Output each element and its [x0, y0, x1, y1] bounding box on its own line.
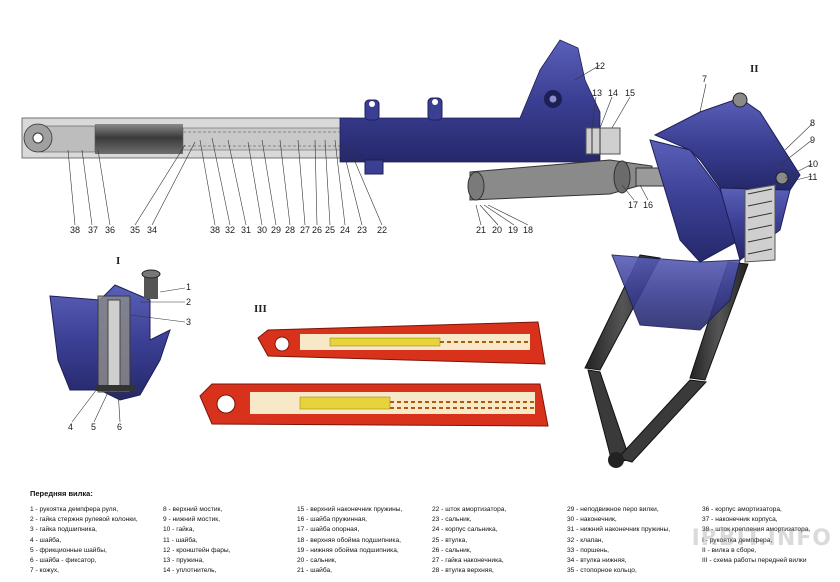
- legend-entry: 16 - шайба пружинная,: [297, 516, 367, 524]
- callout-27: 27: [300, 225, 310, 235]
- callout-22: 22: [377, 225, 387, 235]
- legend-entry: 25 - втулка,: [432, 536, 468, 544]
- legend-entry: 34 - втулка нижняя,: [567, 557, 627, 565]
- legend-entry: 29 - неподвижное перо вилки,: [567, 506, 659, 513]
- callout-18: 18: [523, 225, 533, 235]
- damper-handle-view: [49, 269, 171, 401]
- callout-9: 9: [810, 135, 815, 145]
- legend-entry: 37 - наконечник корпуса,: [702, 516, 778, 524]
- callout-38b: 38: [210, 225, 220, 235]
- callout-20: 20: [492, 225, 502, 235]
- callout-29: 29: [271, 225, 281, 235]
- callout-14: 14: [608, 88, 618, 98]
- callout-16: 16: [643, 200, 653, 210]
- legend-col-1: 1 - рукоятка демпфера руля, 2 - гайка сте…: [30, 505, 138, 576]
- legend-entry: 9 - нижний мостик,: [163, 516, 221, 524]
- label-view-3: III: [254, 303, 267, 315]
- label-view-2: II: [750, 63, 759, 75]
- legend: Передняя вилка: 1 - рукоятка демпфера ру…: [0, 486, 840, 582]
- legend-col-4: 22 - шток амортизатора, 23 - сальник, 24 -…: [432, 505, 506, 576]
- leader-lines: [67, 64, 813, 423]
- callout-30: 30: [257, 225, 267, 235]
- callout-7: 7: [702, 74, 707, 84]
- legend-entry: 35 - стопорное кольцо,: [567, 567, 637, 575]
- callout-36: 36: [105, 225, 115, 235]
- callout-38a: 38: [70, 225, 80, 235]
- callout-5: 5: [91, 422, 96, 432]
- legend-entry: 22 - шток амортизатора,: [432, 506, 507, 513]
- legend-entry: 23 - сальник,: [432, 516, 472, 524]
- callout-labels: 38 37 36 35 34 38 32 31 30 29 28 27 26 2…: [68, 61, 818, 432]
- legend-col-2: 8 - верхний мостик, 9 - нижний мостик, 10 …: [163, 505, 230, 576]
- legend-entry: III - схема работы передней вилки: [702, 557, 807, 565]
- callout-24: 24: [340, 225, 350, 235]
- legend-entry: 7 - кожух,: [30, 567, 59, 575]
- callout-23: 23: [357, 225, 367, 235]
- legend-entry: I - рукоятка демпфера,: [702, 536, 773, 544]
- callout-37: 37: [88, 225, 98, 235]
- legend-col-3: 15 - верхний наконечник пружины, 16 - шай…: [297, 505, 402, 576]
- legend-entry: 8 - верхний мостик,: [163, 506, 223, 513]
- legend-entry: 28 - втулка верхняя,: [432, 567, 494, 575]
- legend-entry: 2 - гайка стержня рулевой колонки,: [30, 516, 138, 524]
- legend-entry: 18 - верхняя обойма подшипника,: [297, 536, 401, 544]
- legend-entry: 14 - уплотнитель,: [163, 567, 217, 575]
- legend-entry: 6 - шайба - фиксатор,: [30, 557, 97, 565]
- callout-6: 6: [117, 422, 122, 432]
- legend-entry: 20 - сальник,: [297, 557, 337, 565]
- callout-28: 28: [285, 225, 295, 235]
- callout-1: 1: [186, 282, 191, 292]
- label-view-1: I: [116, 255, 120, 267]
- legend-entry: 13 - пружина,: [163, 557, 204, 565]
- callout-17: 17: [628, 200, 638, 210]
- callout-26: 26: [312, 225, 322, 235]
- callout-2: 2: [186, 297, 191, 307]
- legend-entry: 4 - шайба,: [30, 536, 62, 544]
- legend-entry: 3 - гайка подшипника,: [30, 526, 98, 534]
- legend-entry: 30 - наконечник,: [567, 516, 617, 524]
- callout-19: 19: [508, 225, 518, 235]
- callout-10: 10: [808, 159, 818, 169]
- callout-25: 25: [325, 225, 335, 235]
- legend-entry: 10 - гайка,: [163, 526, 195, 534]
- callout-21: 21: [476, 225, 486, 235]
- legend-entry: 26 - сальник,: [432, 546, 472, 554]
- legend-entry: 1 - рукоятка демпфера руля,: [30, 506, 119, 513]
- callout-8: 8: [810, 118, 815, 128]
- legend-entry: II - вилка в сборе,: [702, 546, 757, 554]
- legend-entry: 33 - поршень,: [567, 546, 609, 554]
- legend-entry: 24 - корпус сальника,: [432, 526, 498, 534]
- legend-entry: 5 - фрикционные шайбы,: [30, 546, 107, 554]
- legend-entry: 31 - нижний наконечник пружины,: [567, 526, 671, 534]
- callout-11: 11: [808, 172, 817, 182]
- legend-entry: 11 - шайба,: [163, 536, 198, 544]
- legend-entry: 17 - шайба опорная,: [297, 526, 360, 534]
- legend-entry: 19 - нижняя обойма подшипника,: [297, 546, 399, 554]
- watermark: IRBIT.INFO: [691, 526, 832, 551]
- callout-13: 13: [592, 88, 602, 98]
- legend-title: Передняя вилка:: [30, 489, 93, 498]
- fork-diagram: II I III 38 37 36 35 34 38 32 31 30 29 2…: [21, 39, 818, 468]
- legend-col-6: 36 - корпус амортизатора, 37 - наконечник…: [702, 505, 810, 566]
- callout-15: 15: [625, 88, 635, 98]
- operation-schematic: [199, 321, 549, 427]
- callout-31: 31: [241, 225, 251, 235]
- callout-35: 35: [130, 225, 140, 235]
- legend-entry: 38 - шток крепления амортизатора,: [702, 526, 811, 534]
- legend-entry: 32 - клапан,: [567, 536, 604, 544]
- legend-entry: 21 - шайба,: [297, 567, 332, 575]
- legend-col-5: 29 - неподвижное перо вилки, 30 - наконеч…: [567, 505, 670, 576]
- callout-32: 32: [225, 225, 235, 235]
- callout-4: 4: [68, 422, 73, 432]
- legend-entry: 36 - корпус амортизатора,: [702, 506, 782, 513]
- legend-entry: 15 - верхний наконечник пружины,: [297, 506, 403, 513]
- callout-34: 34: [147, 225, 157, 235]
- callout-3: 3: [186, 317, 191, 327]
- legend-entry: 12 - кронштейн фары,: [163, 546, 231, 554]
- fork-assembly-view: [584, 92, 801, 468]
- legend-entry: 27 - гайка наконечника,: [432, 557, 504, 565]
- fork-leg-section: [21, 39, 665, 201]
- callout-12: 12: [595, 61, 605, 71]
